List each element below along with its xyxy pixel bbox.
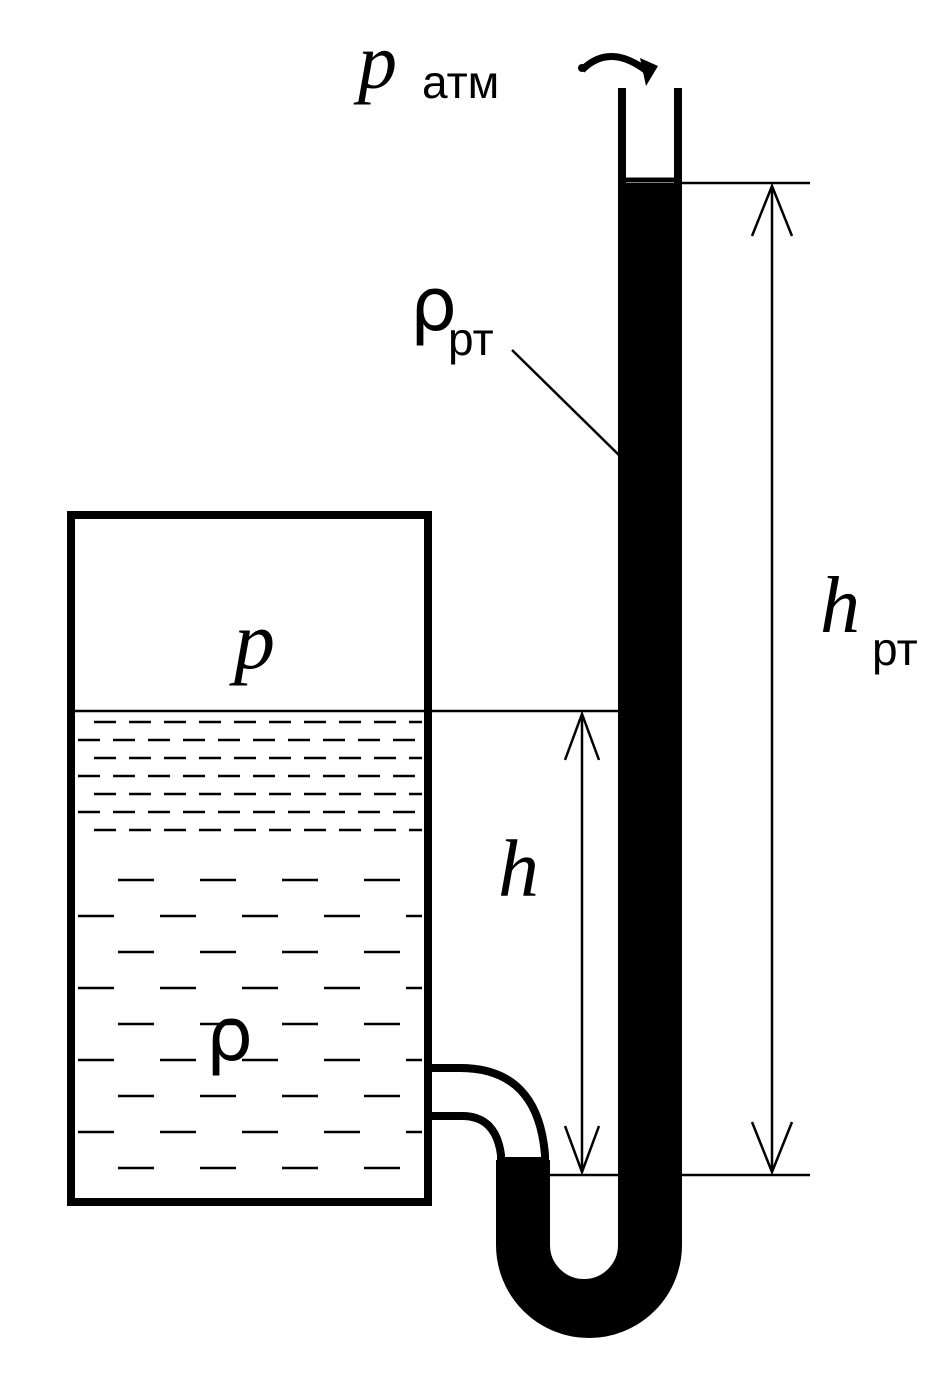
rho-rt-subscript: рт xyxy=(448,313,494,365)
h-symbol: h xyxy=(498,823,539,914)
h-rt-symbol: h xyxy=(820,562,860,650)
p-atm-symbol: p xyxy=(353,18,397,105)
tank xyxy=(67,511,432,1206)
rho-rt-symbol: ρ xyxy=(410,262,457,348)
h-rt-subscript: рт xyxy=(872,623,918,675)
h-rt-dimension xyxy=(678,181,810,1177)
atmosphere-arrow xyxy=(578,53,658,86)
liquid-dash-pattern xyxy=(78,720,422,1170)
liquid-density-symbol: ρ xyxy=(206,992,253,1078)
tank-pressure-symbol: p xyxy=(229,595,275,686)
mercury-column xyxy=(500,183,678,1334)
rho-rt-leader-line xyxy=(511,349,625,461)
u-tube xyxy=(496,88,682,1338)
connecting-pipe xyxy=(432,1064,549,1160)
p-atm-subscript: атм xyxy=(422,56,499,108)
h-dimension xyxy=(548,710,624,1177)
